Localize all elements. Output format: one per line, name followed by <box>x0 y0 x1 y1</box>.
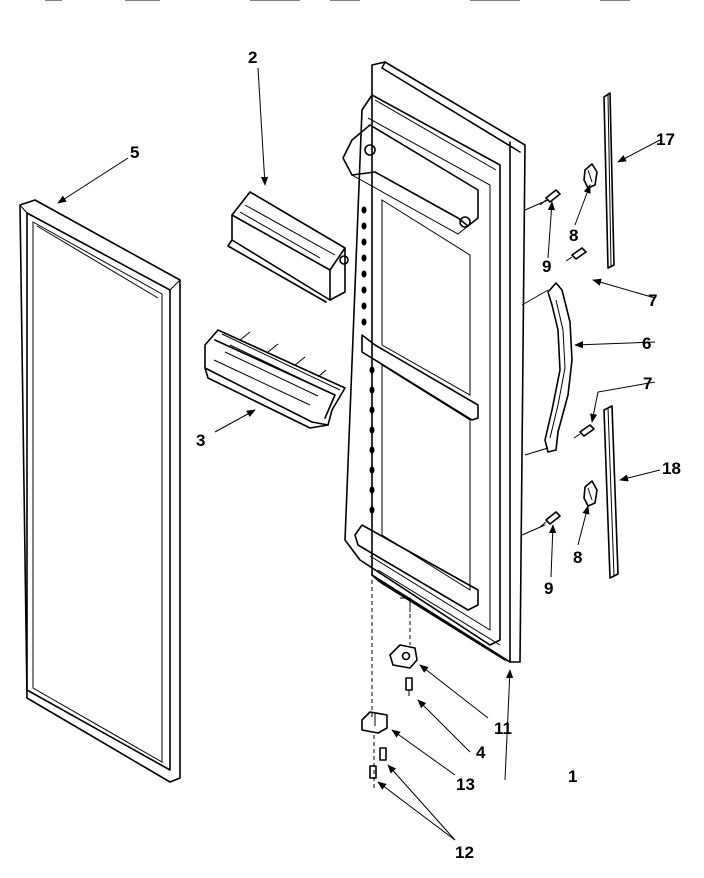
lower-trim-screw <box>539 511 561 528</box>
hinge-bracket <box>389 644 418 669</box>
lower-screw <box>405 677 413 696</box>
door-bin <box>204 329 346 429</box>
callout-hinge-cam: 13 <box>456 775 475 794</box>
shelf-cover <box>227 191 349 303</box>
callout-upper-trim: 17 <box>656 130 675 149</box>
leader-lines <box>57 67 661 841</box>
callout-labels: 1 2 3 4 5 6 7 7 8 8 9 9 11 12 13 17 18 <box>130 48 681 862</box>
door-handle <box>544 282 573 453</box>
callout-upper-handle-screw: 7 <box>648 291 657 310</box>
callout-upper-clip: 8 <box>569 226 578 245</box>
lower-trim <box>603 405 619 579</box>
hinge-screws <box>369 747 387 779</box>
upper-handle-screw <box>565 247 587 262</box>
refrigerator-door <box>342 61 549 663</box>
callout-door: 1 <box>568 767 577 786</box>
door-gasket <box>19 199 181 783</box>
lower-clip <box>583 480 598 507</box>
callout-lower-screw: 4 <box>476 743 486 762</box>
callout-lower-clip: 8 <box>573 548 582 567</box>
callout-shelf-cover: 2 <box>248 48 257 67</box>
lower-handle-screw <box>573 424 595 439</box>
callout-hinge-screws: 12 <box>455 843 474 862</box>
callout-hinge-bracket: 11 <box>494 719 512 738</box>
upper-trim <box>603 92 615 269</box>
shelf-peg-holes <box>361 206 375 514</box>
upper-clip <box>583 163 598 189</box>
assembly-lines <box>371 580 411 790</box>
callout-handle: 6 <box>642 334 651 353</box>
callout-door-bin: 3 <box>196 431 205 450</box>
callout-lower-handle-screw: 7 <box>643 374 652 393</box>
hinge-cam <box>361 711 388 734</box>
upper-trim-screw <box>539 189 561 206</box>
callout-gasket: 5 <box>130 143 139 162</box>
callout-lower-trim: 18 <box>662 459 681 478</box>
callout-lower-trim-screw: 9 <box>544 579 553 598</box>
callout-upper-trim-screw: 9 <box>542 257 551 276</box>
